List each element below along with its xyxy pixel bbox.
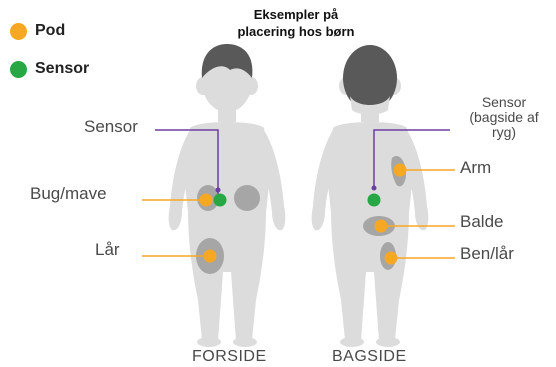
back-buttock-pod-marker [375, 220, 388, 233]
back-arm-pod-marker [394, 164, 407, 177]
front-sensor-marker [214, 194, 227, 207]
back-caption: BAGSIDE [332, 348, 407, 366]
front-belly-zone-right [234, 185, 260, 211]
back-sensor-label-line1: Sensor [452, 95, 556, 110]
back-buttock-label: Balde [460, 212, 503, 232]
front-figure [142, 44, 285, 347]
front-sensor-label: Sensor [84, 117, 138, 137]
front-body [184, 122, 270, 341]
back-figure [312, 45, 455, 347]
front-belly-label: Bug/mave [30, 184, 107, 204]
back-arm-label: Arm [460, 158, 491, 178]
front-belly-pod-marker [200, 194, 213, 207]
back-leg-pod-marker [385, 252, 398, 265]
front-thigh-pod-marker [204, 250, 217, 263]
front-caption: FORSIDE [192, 348, 267, 366]
front-thigh-label: Lår [95, 240, 120, 260]
back-sensor-marker [368, 194, 381, 207]
back-sensor-label: Sensor (bagside af ryg) [452, 95, 556, 140]
back-sensor-label-line2: (bagside af [452, 110, 556, 125]
back-leg-label: Ben/lår [460, 244, 514, 264]
back-sensor-label-line3: ryg) [452, 125, 556, 140]
